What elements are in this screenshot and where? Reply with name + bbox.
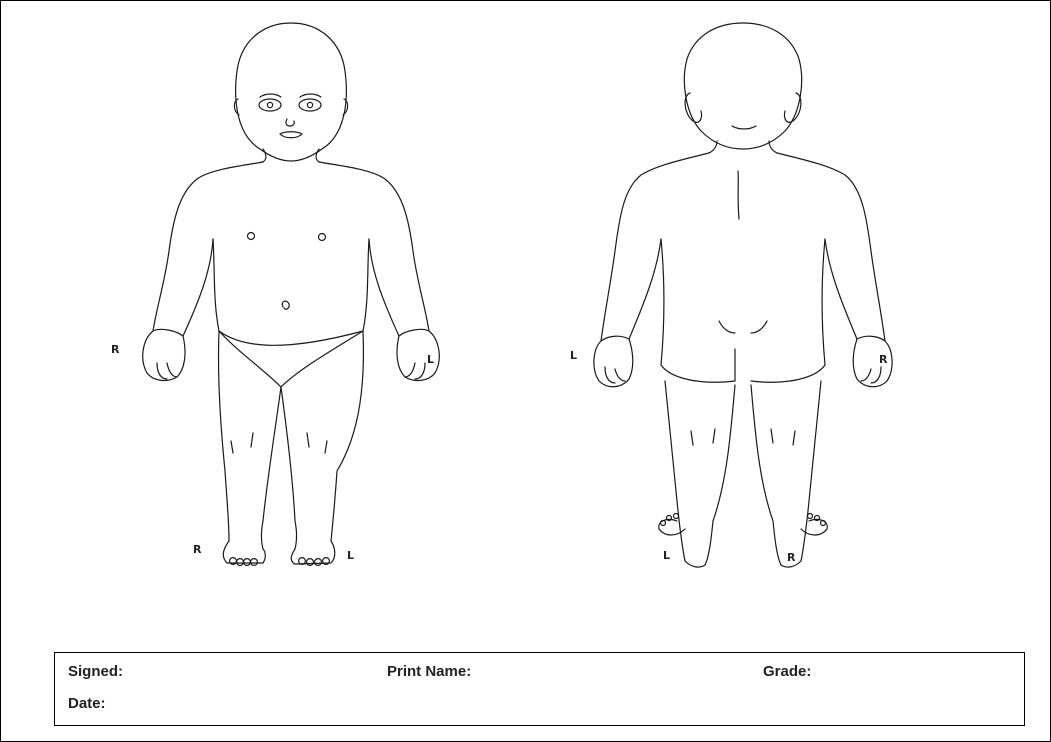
- front-left-hand-label: L: [427, 354, 434, 365]
- signature-box: Signed: Print Name: Grade: Date:: [54, 652, 1025, 726]
- grade-label: Grade:: [763, 663, 811, 680]
- back-body-figure: [1, 1, 1050, 641]
- signed-label: Signed:: [68, 663, 123, 680]
- front-right-hand-label: R: [111, 344, 119, 355]
- back-left-hand-label: L: [570, 350, 577, 361]
- back-right-foot-label: R: [787, 552, 795, 563]
- date-label: Date:: [68, 695, 106, 712]
- back-left-foot-label: L: [663, 550, 670, 561]
- print-name-label: Print Name:: [387, 663, 471, 680]
- front-left-foot-label: L: [347, 550, 354, 561]
- back-right-hand-label: R: [879, 354, 887, 365]
- front-right-foot-label: R: [193, 544, 201, 555]
